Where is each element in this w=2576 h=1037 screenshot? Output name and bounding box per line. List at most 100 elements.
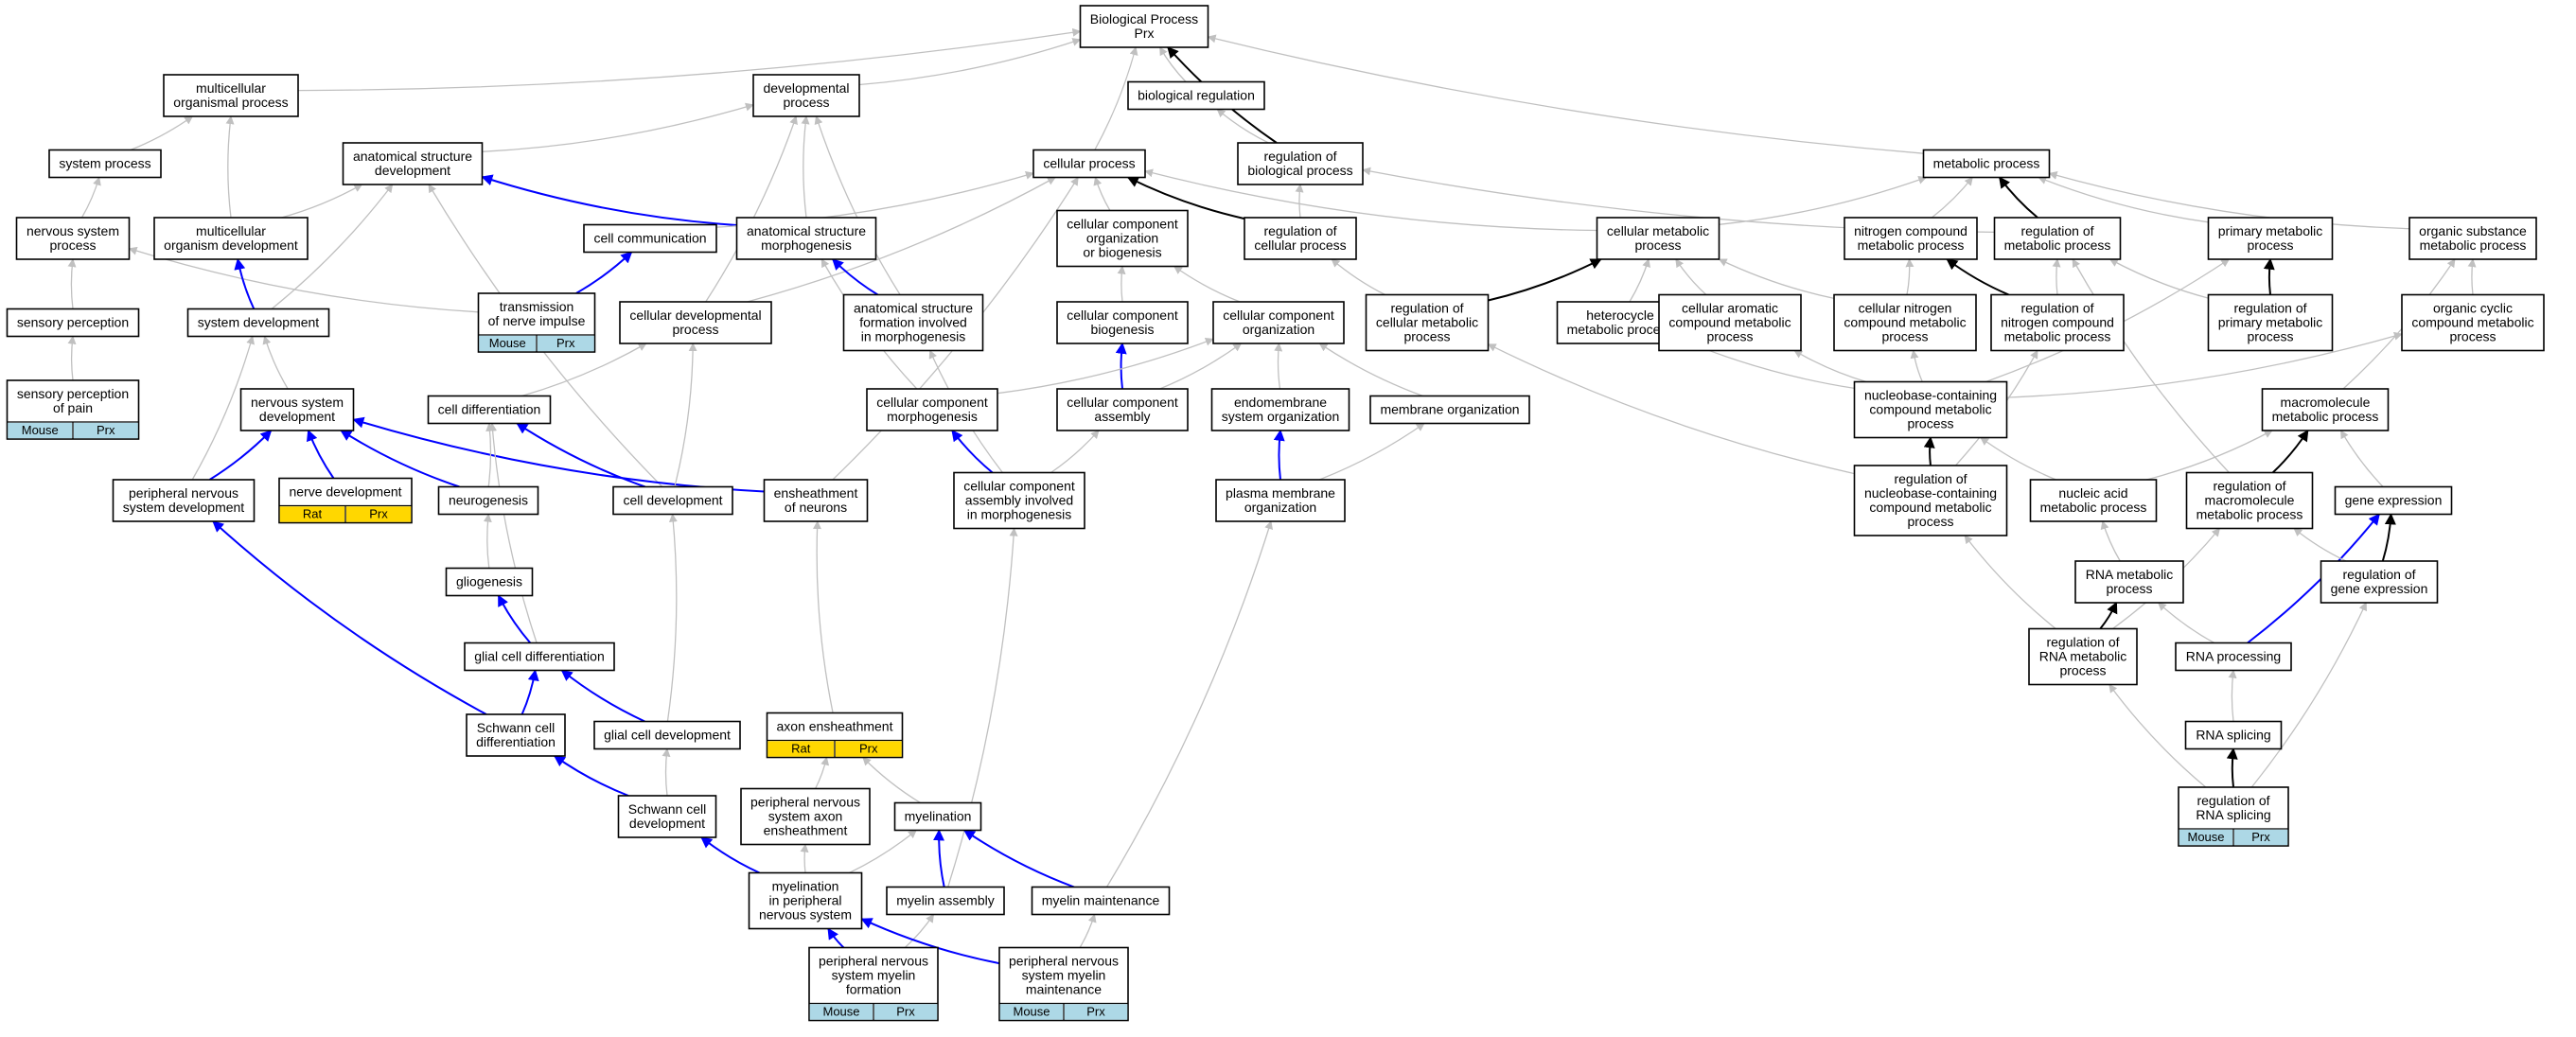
edge-regncmp-to-ncmp bbox=[1946, 258, 2009, 296]
species-tag-label: Rat bbox=[303, 507, 323, 521]
term-label-line: development bbox=[375, 163, 450, 178]
go-term-node-cellproc[interactable]: cellular process bbox=[1032, 149, 1146, 179]
term-label-line: system development bbox=[123, 500, 245, 515]
term-label-line: Schwann cell bbox=[628, 801, 707, 817]
edge-asm-to-asdev bbox=[481, 174, 737, 226]
term-label-line: process bbox=[49, 237, 96, 253]
go-term-node-neurogen[interactable]: neurogenesis bbox=[437, 485, 539, 516]
term-label-line: cellular component bbox=[963, 479, 1075, 494]
go-term-node-glialdiff[interactable]: glial cell differentiation bbox=[464, 642, 615, 672]
edge-nsp-to-sysproc bbox=[80, 176, 101, 219]
go-term-node-glialdev[interactable]: glial cell development bbox=[593, 720, 741, 750]
go-term-node-regnbcmp[interactable]: regulation ofnucleobase-containingcompou… bbox=[1853, 465, 2008, 536]
go-term-node-memorg[interactable]: membrane organization bbox=[1369, 395, 1530, 425]
edge-myelinpns-to-schwdev bbox=[700, 836, 761, 874]
edge-osmp-to-metproc bbox=[2048, 171, 2410, 230]
term-label-line: regulation of bbox=[2046, 635, 2119, 650]
go-term-node-sysdev[interactable]: system development bbox=[186, 308, 330, 338]
go-term-node-bioreg[interactable]: biological regulation bbox=[1127, 80, 1265, 111]
go-term-node-gliogen[interactable]: gliogenesis bbox=[445, 567, 534, 597]
go-term-node-myelinasm[interactable]: myelin assembly bbox=[886, 886, 1005, 916]
term-label-line: regulation of bbox=[2020, 223, 2093, 238]
go-term-node-myelinmaint[interactable]: myelin maintenance bbox=[1031, 886, 1171, 916]
edge-ccasm-to-ccorg bbox=[1159, 343, 1243, 390]
go-term-node-geneexp[interactable]: gene expression bbox=[2334, 485, 2453, 516]
term-label-line: cellular component bbox=[1067, 217, 1178, 232]
species-tag-label: Prx bbox=[859, 742, 878, 756]
go-term-node-sysproc[interactable]: system process bbox=[48, 149, 162, 179]
term-box bbox=[1215, 479, 1346, 522]
term-label-line: RNA processing bbox=[2186, 649, 2281, 664]
edge-rnaproc-to-rnamp bbox=[2157, 602, 2215, 644]
term-label-line: gene expression bbox=[2345, 493, 2443, 508]
go-term-node-celldiff[interactable]: cell differentiation bbox=[427, 395, 552, 425]
go-term-node-cellcomm[interactable]: cell communication bbox=[583, 223, 717, 254]
edge-myelinasm-to-ccaim bbox=[947, 527, 1018, 888]
go-term-node-myelin[interactable]: myelination bbox=[893, 801, 982, 832]
term-box bbox=[1844, 217, 1978, 260]
go-term-node-metproc[interactable]: metabolic process bbox=[1922, 149, 2051, 179]
edge-rnasplice-to-rnaproc bbox=[2228, 669, 2237, 722]
go-term-node-rnasplice[interactable]: RNA splicing bbox=[2184, 720, 2283, 750]
go-term-node-sensperc[interactable]: sensory perception bbox=[6, 308, 140, 338]
go-term-node-celldev[interactable]: cell development bbox=[612, 485, 733, 516]
term-box bbox=[1031, 886, 1171, 916]
edge-regrnamp-to-regnbcmp bbox=[1964, 535, 2056, 630]
term-label-line: cellular component bbox=[1067, 308, 1178, 323]
term-label-line: membrane organization bbox=[1380, 402, 1519, 417]
go-term-node-rnaproc[interactable]: RNA processing bbox=[2175, 642, 2292, 672]
